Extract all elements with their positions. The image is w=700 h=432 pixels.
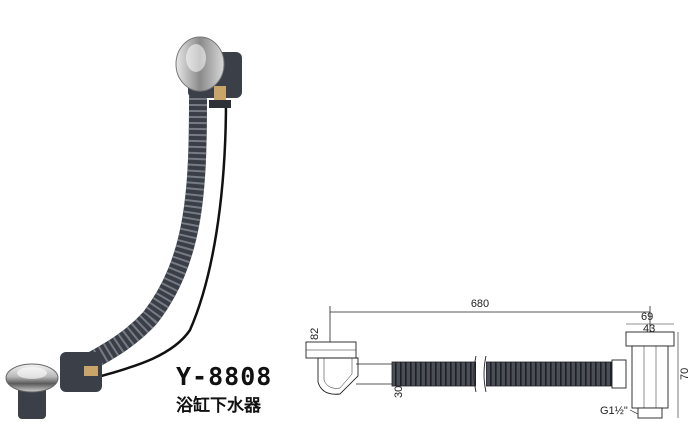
model-code: Y-8808 (176, 362, 273, 391)
drain-tailpiece (18, 385, 46, 419)
overflow-inner-label: 43 (643, 323, 655, 335)
control-cable (94, 99, 228, 380)
overflow-width-label: 69 (641, 311, 653, 323)
drain-elbow (317, 357, 359, 395)
product-description: 浴缸下水器 (176, 396, 261, 416)
thread-label: G1½" (600, 405, 628, 417)
drain-height-label: 30 (393, 386, 405, 398)
product-photo (5, 36, 242, 419)
hose-drawing (391, 361, 613, 387)
technical-drawing: 680 82 30 69 43 70 G1 (305, 298, 690, 419)
corrugated-hose (71, 89, 207, 377)
drain-body (60, 352, 102, 392)
overall-length-label: 680 (471, 298, 489, 310)
drain-width-label: 82 (309, 328, 321, 340)
overflow-height-label: 70 (679, 368, 690, 380)
